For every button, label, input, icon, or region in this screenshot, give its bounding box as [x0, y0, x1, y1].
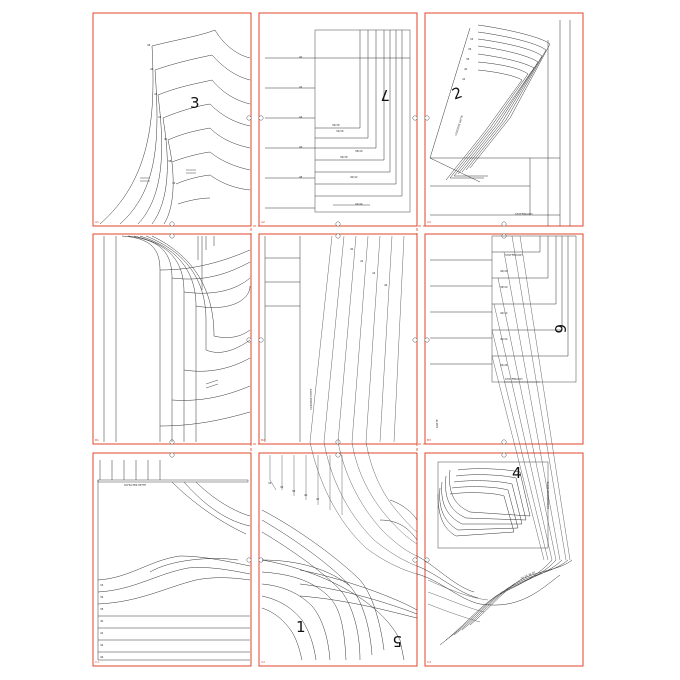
svg-text:VORDERE MITTE: VORDERE MITTE [454, 114, 464, 136]
svg-text:34: 34 [100, 583, 104, 587]
svg-text:STOFFBRUCH: STOFFBRUCH [515, 212, 533, 216]
svg-text:46: 46 [100, 655, 104, 659]
svg-text:42: 42 [360, 259, 364, 263]
pattern-piece-1-5-lines: VORDERE MITTE 40 42 44 46 [264, 235, 571, 561]
pattern-piece-4: RÜCKWÄRTIGE MITTE 4 34 36 38 40 [427, 461, 573, 646]
size-label: 40/42 [500, 311, 508, 315]
size-label: 46/48 [500, 269, 508, 273]
page-frame-a1 [92, 12, 252, 227]
svg-text:STOFFBRUCH: STOFFBRUCH [505, 377, 523, 381]
page-number: A3 [427, 220, 431, 224]
svg-text:42: 42 [158, 115, 162, 119]
svg-text:40: 40 [464, 67, 468, 71]
size-label: 42/44 [500, 337, 508, 341]
svg-text:40: 40 [100, 619, 104, 623]
size-label: 38/40 [500, 285, 508, 289]
svg-text:46: 46 [299, 145, 303, 149]
page-number: A2 [261, 220, 265, 224]
piece-label-1: 1 [296, 618, 306, 636]
piece-label-2: 2 [450, 83, 465, 103]
svg-text:STOFFBRUCH: STOFFBRUCH [505, 253, 523, 257]
svg-text:42/44: 42/44 [355, 202, 363, 206]
page-frame-a3 [424, 12, 584, 227]
svg-text:46: 46 [384, 283, 388, 287]
svg-text:40: 40 [299, 55, 303, 59]
pattern-piece-5: 5 [261, 499, 561, 661]
size-label: 34/36 [336, 129, 344, 133]
svg-text:42: 42 [462, 77, 466, 81]
svg-text:48: 48 [147, 43, 151, 47]
svg-text:42: 42 [316, 497, 320, 501]
svg-text:KANTE: KANTE [435, 419, 439, 428]
svg-text:SCHULTER MITTE: SCHULTER MITTE [124, 483, 146, 487]
svg-text:40: 40 [164, 137, 168, 141]
svg-text:44: 44 [154, 92, 158, 96]
svg-text:42: 42 [100, 631, 104, 635]
page-frame-c3 [424, 452, 584, 667]
page-frame-a2 [258, 12, 418, 227]
svg-text:48: 48 [299, 175, 303, 179]
svg-text:36: 36 [280, 485, 284, 489]
page-frame-b2 [258, 233, 418, 445]
svg-text:36/38: 36/38 [332, 123, 340, 127]
piece-label-3: 3 [190, 94, 200, 112]
size-legend: 34/36 36/38 38/40 40/42 42/44 44/46 46/4… [336, 129, 508, 367]
page-numbers: A1 A2 A3 B1 B2 B3 C1 C2 C3 [95, 220, 431, 664]
svg-text:36: 36 [172, 181, 176, 185]
svg-text:40: 40 [350, 247, 354, 251]
svg-text:38: 38 [100, 607, 104, 611]
svg-text:44: 44 [299, 115, 303, 119]
size-label: 36/38 [340, 155, 348, 159]
svg-text:40: 40 [304, 493, 308, 497]
svg-text:38: 38 [292, 489, 296, 493]
svg-text:34: 34 [268, 481, 272, 485]
svg-text:38/40: 38/40 [355, 149, 363, 153]
page-number: C3 [427, 660, 431, 664]
page-frames [92, 12, 584, 667]
svg-text:46: 46 [150, 67, 154, 71]
pattern-piece-6: STOFFBRUCH STOFFBRUCH KANTE 6 [430, 235, 577, 428]
svg-text:44: 44 [100, 643, 104, 647]
size-label: 44/46 [500, 363, 508, 367]
svg-text:36: 36 [468, 47, 472, 51]
svg-text:44: 44 [372, 271, 376, 275]
page-number: C2 [261, 660, 265, 664]
svg-text:40/42: 40/42 [350, 175, 358, 179]
piece-label-5: 5 [392, 632, 402, 650]
svg-text:34 36 38 40: 34 36 38 40 [520, 570, 536, 580]
page-number: B2 [261, 438, 265, 442]
page-number: B3 [427, 438, 431, 442]
svg-text:VORDERE MITTE: VORDERE MITTE [309, 388, 313, 410]
svg-text:42: 42 [299, 85, 303, 89]
pattern-piece-2: 34 36 38 40 42 STOFFBRUCH VORDERE MITTE … [429, 20, 571, 226]
pattern-piece-1: SCHULTER MITTE 34 36 38 40 42 44 46 1 [97, 441, 418, 661]
svg-text:38: 38 [466, 57, 470, 61]
pattern-piece-3: 48 46 44 42 40 38 36 3 [99, 29, 251, 442]
registration-marks [169, 115, 507, 563]
page-frame-c1 [92, 452, 252, 667]
svg-text:38: 38 [168, 159, 172, 163]
pattern-piece-7: 36/38 38/40 40/42 42/44 40 42 44 46 48 7 [265, 29, 411, 213]
page-number: B1 [95, 438, 99, 442]
svg-text:34: 34 [470, 37, 474, 41]
svg-text:RÜCKWÄRTIGE MITTE: RÜCKWÄRTIGE MITTE [545, 481, 550, 509]
page-number: C1 [95, 660, 99, 664]
page-number: A1 [95, 220, 99, 224]
piece-label-7: 7 [380, 86, 390, 104]
piece-label-4: 4 [512, 464, 522, 482]
piece-label-6: 6 [551, 324, 569, 334]
svg-text:36: 36 [100, 595, 104, 599]
